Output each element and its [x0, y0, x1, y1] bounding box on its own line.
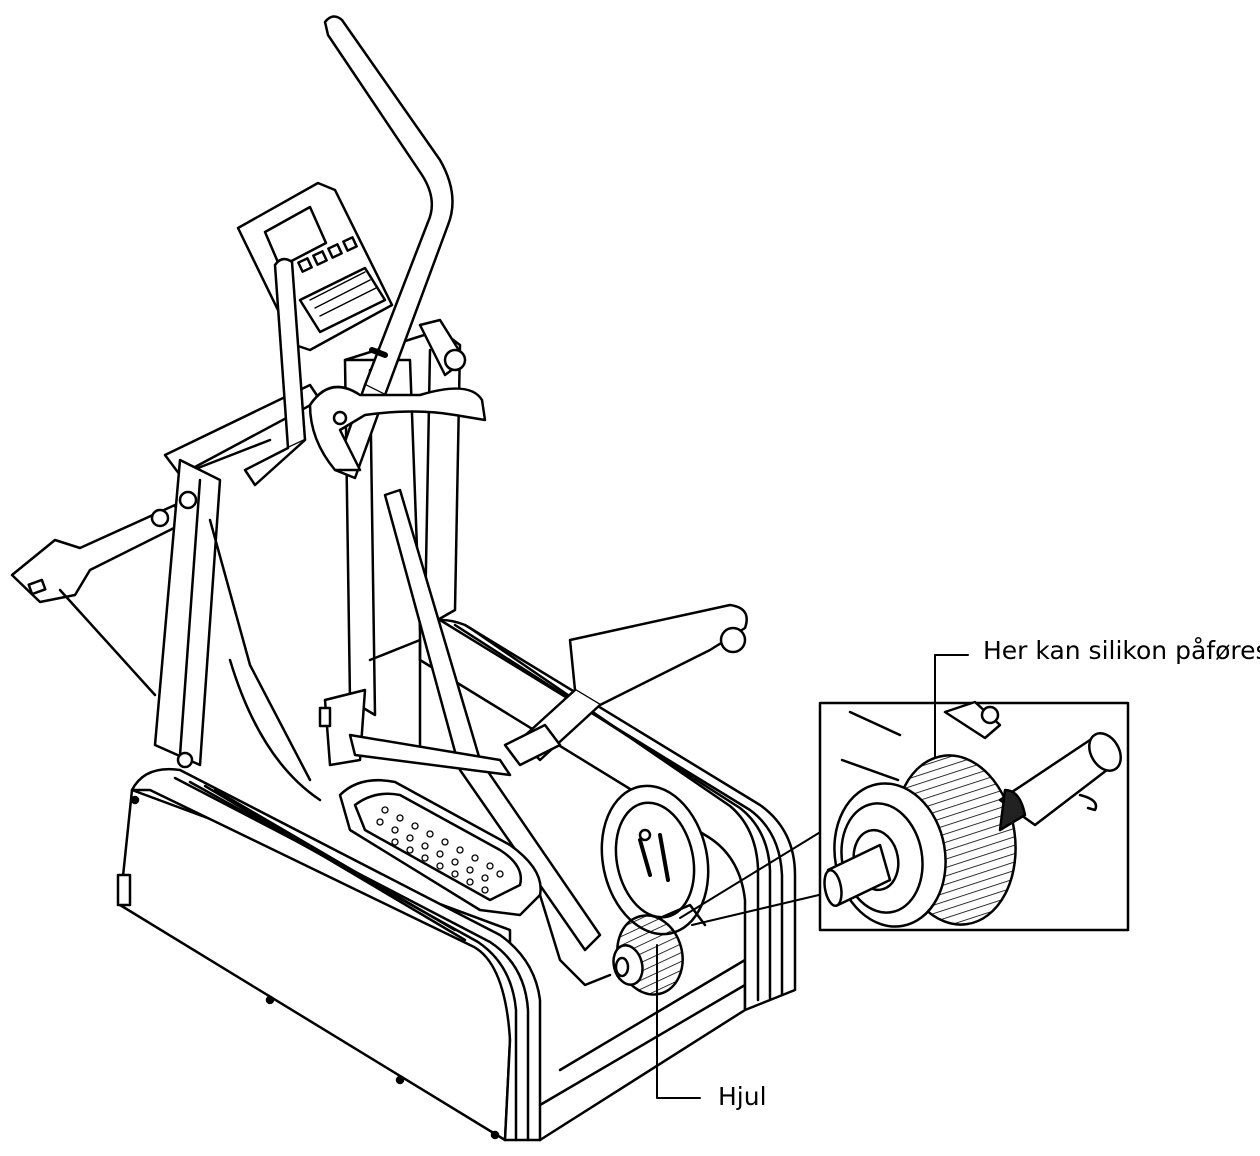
linkage-arm: [228, 488, 602, 952]
wheel-small: [612, 903, 707, 996]
wheel-callout-label: Hjul: [718, 1082, 767, 1111]
pedal-rear: [503, 603, 748, 767]
console: [236, 181, 394, 352]
base-housing: [116, 618, 797, 1142]
detail-inset: [818, 654, 1130, 932]
pedal-front: [338, 778, 612, 987]
handlebars: [243, 15, 487, 487]
silicone-callout-label: Her kan silikon påføres: [983, 636, 1260, 665]
magnifier-lines: [679, 819, 841, 926]
wheel-pointer: [656, 944, 701, 1099]
rear-frame: [10, 383, 322, 782]
